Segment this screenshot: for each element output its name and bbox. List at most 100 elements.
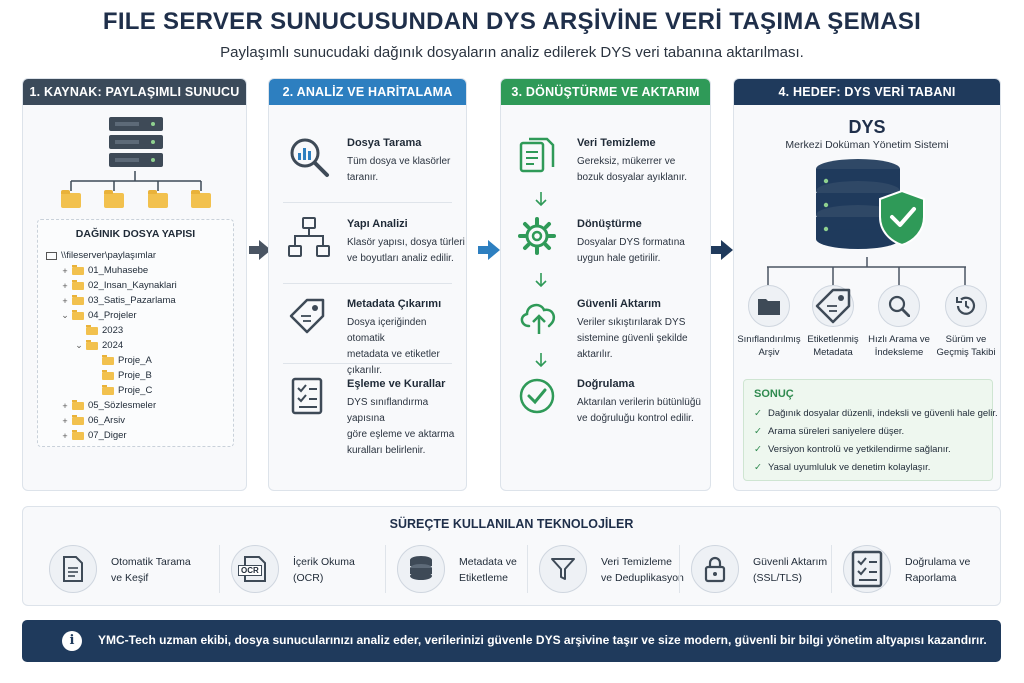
step-title: Dosya Tarama <box>347 137 422 149</box>
tree-item[interactable]: +07_Diger <box>60 429 127 441</box>
result-item: ✓Arama süreleri saniyelere düşer. <box>754 426 905 437</box>
tree-item[interactable]: +06_Arsiv <box>60 414 125 426</box>
folder-icon <box>72 399 84 410</box>
technology-label: (OCR) <box>293 572 324 584</box>
folder-icon <box>72 264 84 275</box>
tree-title: DAĞINIK DOSYA YAPISI <box>75 228 196 240</box>
gear-icon <box>517 216 557 261</box>
checklist-icon <box>287 376 327 421</box>
tree-toggle-icon[interactable]: ⌄ <box>61 310 69 320</box>
folder-icon <box>72 429 84 440</box>
documents-icon <box>517 135 557 180</box>
folder-icon <box>72 414 84 425</box>
arrow-right-icon <box>478 240 500 260</box>
tree-toggle-icon[interactable]: + <box>62 265 68 276</box>
folder-icon <box>72 294 84 305</box>
feature-label: Etiketlenmiş <box>807 334 859 345</box>
feature-label: Geçmiş Takibi <box>936 347 996 358</box>
step-title: Metadata Çıkarımı <box>347 298 442 310</box>
checklist-icon <box>843 545 891 593</box>
source-heading: 1. KAYNAK: PAYLAŞIMLI SUNUCU <box>23 79 246 105</box>
result-item: ✓Dağınık dosyalar düzenli, indeksli ve g… <box>754 408 998 419</box>
ocr-badge: OCR <box>238 565 262 576</box>
tag-icon <box>812 285 854 327</box>
dys-subtitle: Merkezi Doküman Yönetim Sistemi <box>785 139 949 151</box>
tree-toggle-icon[interactable]: + <box>62 400 68 411</box>
tree-toggle-icon[interactable]: ⌄ <box>75 340 83 350</box>
cloud-upload-icon <box>517 296 561 341</box>
tree-item-label: 01_Muhasebe <box>88 265 149 276</box>
tree-item[interactable]: Proje_A <box>90 354 152 366</box>
step-title: Doğrulama <box>577 378 635 390</box>
step-divider <box>283 202 452 203</box>
checkmark-icon: ✓ <box>754 426 762 437</box>
arrow-down-icon <box>534 191 548 212</box>
technologies-section: SÜREÇTE KULLANILAN TEKNOLOJİLER Otomatik… <box>22 506 1001 606</box>
funnel-icon <box>539 545 587 593</box>
tree-item[interactable]: ⌄ 2024 <box>74 339 124 351</box>
folder-icon <box>86 324 98 335</box>
tree-toggle-icon[interactable]: + <box>62 280 68 291</box>
server-connector-lines <box>70 171 202 191</box>
footer-text: YMC-Tech uzman ekibi, dosya sunucularını… <box>98 633 987 647</box>
technology-divider <box>385 545 386 593</box>
tree-item-label: 07_Diger <box>88 430 127 441</box>
technology-label: Etiketleme <box>459 572 509 584</box>
tree-item-label: Proje_C <box>118 385 153 396</box>
checkmark-icon: ✓ <box>754 444 762 455</box>
technology-label: Veri Temizleme <box>601 556 672 568</box>
folder-icon <box>102 384 114 395</box>
tree-item-label: 2024 <box>102 340 124 351</box>
tree-item-label: 04_Projeler <box>88 310 137 321</box>
tree-toggle-icon[interactable]: + <box>62 415 68 426</box>
document-icon <box>49 545 97 593</box>
folder-icon <box>86 339 98 350</box>
folder-icon <box>191 190 211 208</box>
technology-label: Raporlama <box>905 572 957 584</box>
technology-label: ve Deduplikasyon <box>601 572 684 584</box>
technology-label: Güvenli Aktarım <box>753 556 828 568</box>
tree-toggle-icon[interactable]: + <box>62 295 68 306</box>
tree-item[interactable]: +05_Sözlesmeler <box>60 399 157 411</box>
database-shield-icon <box>816 159 925 249</box>
step-title: Dönüştürme <box>577 218 642 230</box>
tree-item-label: \\fileserver\paylaşımlar <box>61 250 157 261</box>
target-heading: 4. HEDEF: DYS VERİ TABANI <box>734 79 1000 105</box>
tree-item[interactable]: +01_Muhasebe <box>60 264 149 276</box>
arrow-down-icon <box>534 352 548 373</box>
source-column: 1. KAYNAK: PAYLAŞIMLI SUNUCU DAĞINIK DOS… <box>22 78 247 491</box>
dys-title: DYS <box>848 117 886 137</box>
technologies-title: SÜREÇTE KULLANILAN TEKNOLOJİLER <box>389 517 634 531</box>
tree-item[interactable]: +03_Satis_Pazarlama <box>60 294 176 306</box>
technology-divider <box>219 545 220 593</box>
folder-icon <box>102 354 114 365</box>
tree-item[interactable]: ⌄ 04_Projeler <box>60 309 137 321</box>
tree-item[interactable]: Proje_C <box>90 384 153 396</box>
tree-item-label: 05_Sözlesmeler <box>88 400 157 411</box>
arrow-right-icon <box>711 240 733 260</box>
folder-icon <box>61 190 81 208</box>
tree-item[interactable]: 2023 <box>74 324 123 336</box>
tree-item[interactable]: \\fileserver\paylaşımlar <box>46 250 156 261</box>
technology-divider <box>527 545 528 593</box>
tree-toggle-icon[interactable]: + <box>62 430 68 441</box>
ocr-icon: OCR <box>231 545 279 593</box>
technology-label: (SSL/TLS) <box>753 572 803 584</box>
tree-item[interactable]: +02_Insan_Kaynaklari <box>60 279 177 291</box>
tree-item[interactable]: Proje_B <box>90 369 152 381</box>
magnifier-chart-icon <box>287 135 331 184</box>
server-icon <box>109 117 163 167</box>
technology-divider <box>679 545 680 593</box>
analysis-heading: 2. ANALİZ VE HARİTALAMA <box>269 79 466 105</box>
